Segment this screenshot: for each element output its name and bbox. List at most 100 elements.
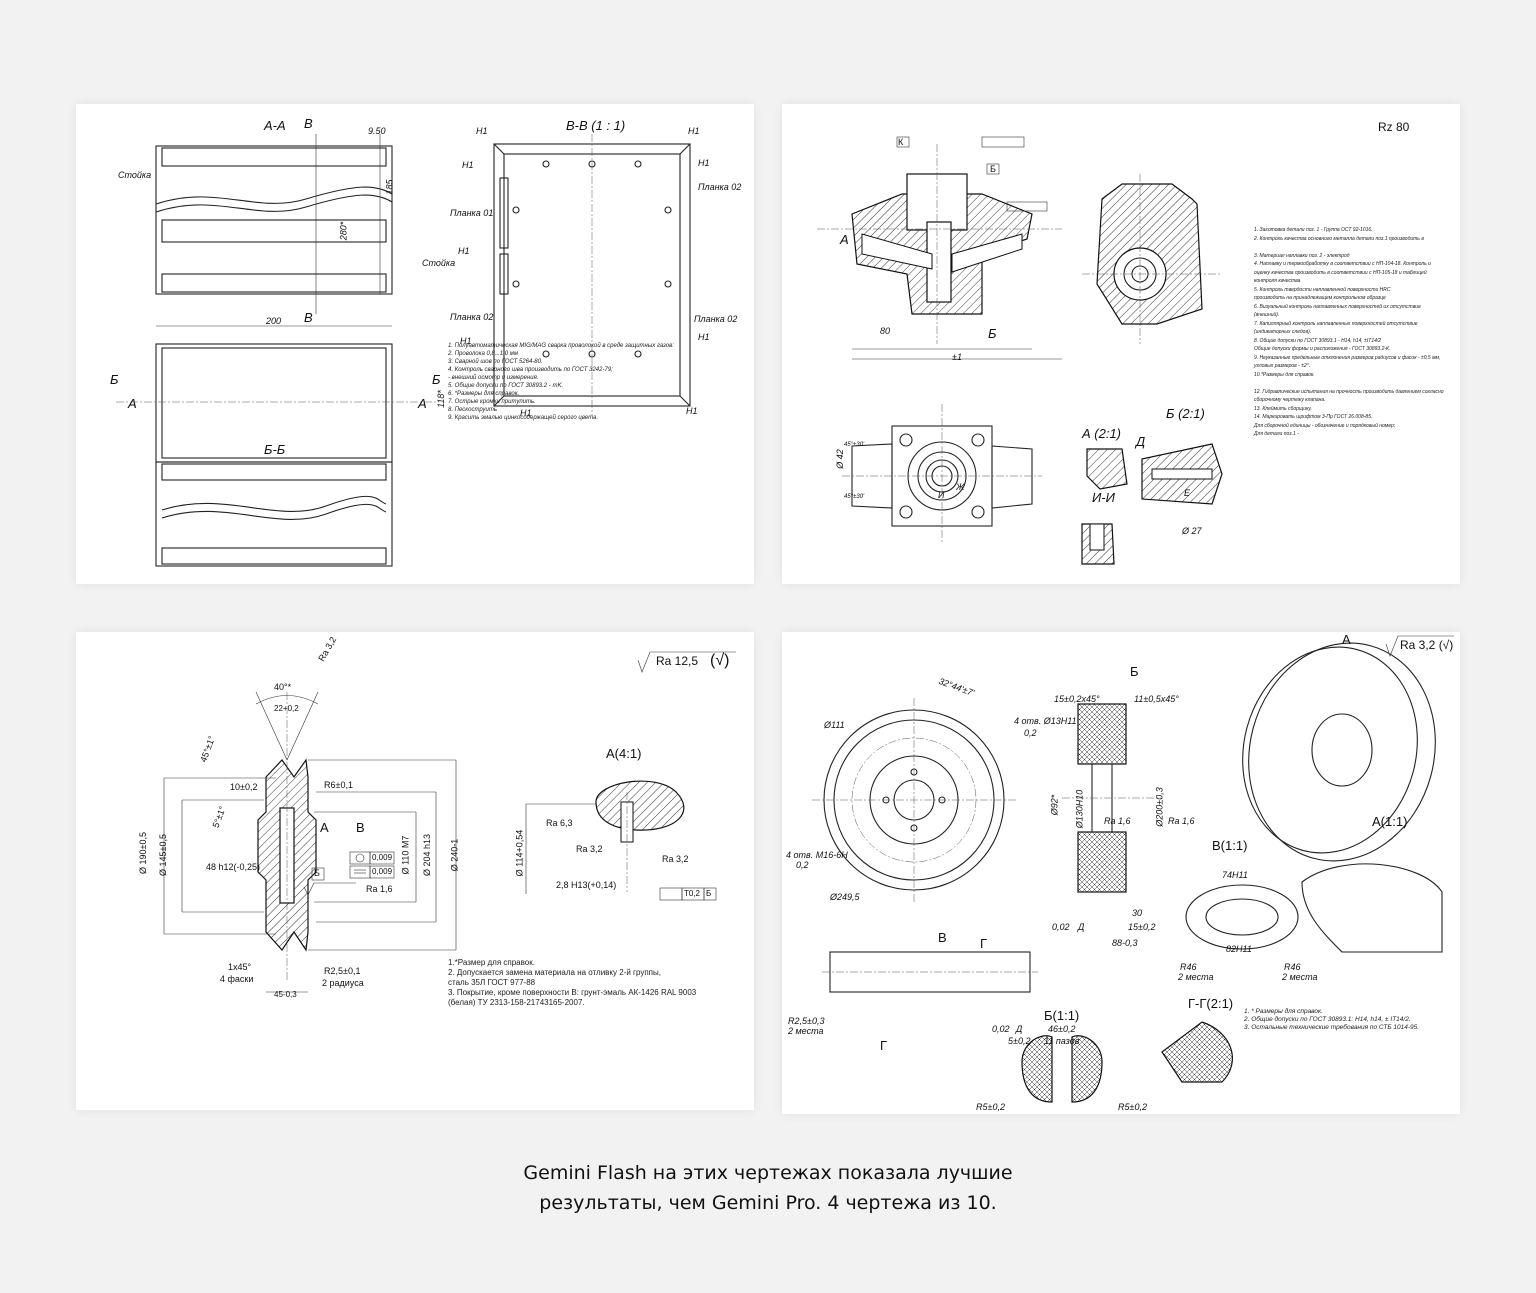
dimension-radius-count: 2 радиуса bbox=[322, 978, 364, 988]
dimension-places: 2 места bbox=[1282, 972, 1318, 982]
arrow-label-a-left: А bbox=[128, 396, 137, 411]
drawing-sheet-wheel: Ra 3,2 (√) А Б 32°44'±7' Ø111 4 отв. Ø13… bbox=[782, 632, 1460, 1114]
dimension-places: 2 места bbox=[788, 1026, 824, 1036]
note-line bbox=[1254, 379, 1444, 388]
weld-label-h1: H1 bbox=[520, 408, 532, 418]
caption: Gemini Flash на этих чертежах показала л… bbox=[0, 1158, 1536, 1218]
note-line: сборочному чертежу клапана. bbox=[1254, 397, 1326, 403]
note-line: 6. Визуальный контроль наплавленных пове… bbox=[1254, 303, 1421, 310]
detail-roughness-ra32: Ra 3,2 bbox=[576, 844, 603, 854]
dimension-r5: R5±0,2 bbox=[976, 1102, 1005, 1112]
label-planka-01: Планка 01 bbox=[450, 208, 494, 218]
dimension-d111: Ø111 bbox=[824, 720, 845, 730]
label-b: В bbox=[356, 820, 365, 835]
weld-label-h1: H1 bbox=[698, 158, 710, 168]
dimension-m16: 4 отв. М16-6Н bbox=[786, 850, 848, 860]
note-line: (внешний). bbox=[1254, 312, 1280, 318]
dimension-places: 2 места bbox=[1178, 972, 1214, 982]
dimension-d200: Ø200±0,3 bbox=[1154, 787, 1165, 827]
caption-line: результаты, чем Gemini Pro. 4 чертежа из… bbox=[539, 1192, 997, 1214]
dimension-chamfer-15: 15±0,2x45° bbox=[1054, 694, 1100, 704]
arrow-label-a-right: А bbox=[418, 396, 427, 411]
dimension-d240: Ø 240-1 bbox=[449, 838, 460, 872]
detail-dimension-28: 2,8 H13(+0,14) bbox=[556, 880, 617, 890]
note-line: - внешний осмотр и измерения. bbox=[448, 375, 539, 381]
detail-view-v: В(1:1) bbox=[1212, 838, 1248, 853]
weld-label-h1: H1 bbox=[686, 406, 698, 416]
dimension-d130: Ø130H10 bbox=[1074, 789, 1085, 829]
dimension-88: 88-0,3 bbox=[1112, 938, 1138, 948]
weld-label-h1: H1 bbox=[460, 336, 472, 346]
dimension-9-50: 9.50 bbox=[368, 126, 386, 136]
dimension-30: 30 bbox=[1132, 908, 1143, 918]
detail-label-d: Д bbox=[1136, 434, 1146, 449]
note-line: сталь 35Л ГОСТ 977-88 bbox=[448, 978, 536, 987]
caption-line: Gemini Flash на этих чертежах показала л… bbox=[523, 1162, 1013, 1184]
note-line: производить на принадлежащем контрольном… bbox=[1254, 295, 1386, 301]
valve-body-drawing bbox=[817, 136, 1223, 565]
arrow-label-v: В bbox=[304, 116, 313, 131]
note-line: 3. Материал наплавки поз. 2 - электрод bbox=[1254, 252, 1350, 259]
dimension-185: 185 bbox=[384, 179, 395, 195]
dimension-118: 118* bbox=[435, 390, 446, 408]
note-line: 5. Контроль твердости наплавленной повер… bbox=[1254, 286, 1391, 293]
note-line: 3. Остальные технические требования по С… bbox=[1244, 1024, 1420, 1031]
view-arrow-a: А bbox=[840, 232, 849, 247]
datum-label-d: Д bbox=[1016, 1024, 1023, 1034]
note-line: 13. Клеймить сборщику. bbox=[1254, 405, 1312, 412]
dimension-40-deg: 40°* bbox=[274, 682, 292, 692]
technical-notes: 1. Полуавтоматическая MIG/MAG сварка про… bbox=[448, 342, 674, 422]
dimension-r2-5: R2,5±0,3 bbox=[788, 1016, 825, 1026]
roughness-mark: (√) bbox=[710, 652, 730, 669]
detail-title: А(4:1) bbox=[606, 746, 642, 761]
dimension-80: 80 bbox=[880, 326, 891, 336]
note-line: 1. Заготовка детали поз. 1 - Группа ОСТ … bbox=[1254, 227, 1373, 233]
weld-label-h1: H1 bbox=[458, 246, 470, 256]
detail-dimension-d114: Ø 114+0,54 bbox=[514, 829, 525, 877]
arrow-label-v-bottom: В bbox=[304, 310, 313, 325]
note-line bbox=[1254, 243, 1444, 252]
note-line: Общие допуски формы и расположения - ГОС… bbox=[1254, 346, 1391, 352]
dimension-angle: 45°±30' bbox=[844, 494, 865, 500]
dimension-d42: Ø 42 bbox=[834, 449, 845, 469]
tolerance-value: 0,2 bbox=[1024, 728, 1037, 738]
note-line: 3. Покрытие, кроме поверхности В: грунт-… bbox=[448, 988, 697, 997]
dimension-r6: R6±0,1 bbox=[324, 780, 353, 790]
note-line: Для сборочной единицы - обозначение и по… bbox=[1254, 422, 1396, 429]
note-line: контроля качества bbox=[1254, 278, 1301, 284]
tolerance-value: 0,02 bbox=[1052, 922, 1070, 932]
dimension-5: 5±0,2 bbox=[1008, 1036, 1031, 1046]
drawing-sheet-pulley: Ra 12,5 (√) 40°* Ra 3,2 22+0,2 45°±1° 10… bbox=[76, 632, 754, 1110]
dimension-chamfer-count: 4 фаски bbox=[220, 974, 254, 984]
section-label-i: И bbox=[938, 490, 945, 500]
note-line: 1. * Размеры для справок. bbox=[1244, 1008, 1323, 1015]
dimension-280: 280* bbox=[338, 221, 349, 241]
detail-label-e: Е bbox=[1184, 488, 1191, 498]
tolerance-value: 0,2 bbox=[796, 860, 809, 870]
datum-label-k: К bbox=[898, 137, 904, 147]
note-line: 2. Допускается замена материала на отлив… bbox=[448, 968, 661, 977]
note-line: 10.*Размеры для справок. bbox=[1254, 371, 1315, 378]
note-line: 5. Общие допуски по ГОСТ 30893.2 - mK. bbox=[448, 383, 564, 389]
roughness-mark: Ra 3,2 (√) bbox=[1400, 638, 1454, 652]
note-line: оценку качества производить в соответств… bbox=[1254, 269, 1427, 276]
dimension-angle: 45°±30' bbox=[844, 442, 865, 448]
dimension-45: 45-0,3 bbox=[274, 990, 297, 999]
dimension-d145: Ø 145±0,5 bbox=[157, 834, 168, 876]
dimension-d27: Ø 27 bbox=[1182, 526, 1202, 536]
section-view-b: Б(1:1) bbox=[1044, 1008, 1080, 1023]
roughness-label: Ra 12,5 bbox=[656, 654, 699, 668]
dimension-10: 10±0,2 bbox=[230, 782, 258, 792]
note-line: 2. Общие допуски по ГОСТ 30893.1: Н14, h… bbox=[1244, 1016, 1411, 1023]
note-line: 2. Контроль качества основного металла д… bbox=[1254, 235, 1424, 242]
dimension-22: 22+0,2 bbox=[274, 704, 299, 713]
note-line: Для детали поз.1 - bbox=[1254, 431, 1299, 437]
weld-label-h1: H1 bbox=[462, 160, 474, 170]
dimension-d249: Ø249,5 bbox=[830, 892, 860, 902]
weld-label-h1: H1 bbox=[698, 332, 710, 342]
detail-roughness-ra63: Ra 6,3 bbox=[546, 818, 573, 828]
dimension-r46: R46 bbox=[1180, 962, 1197, 972]
view-arrow-b: Б bbox=[1130, 664, 1139, 679]
tolerance-value: 0,009 bbox=[372, 853, 393, 862]
note-line: 3. Сварной шов по ГОСТ 5264-80. bbox=[448, 359, 543, 365]
